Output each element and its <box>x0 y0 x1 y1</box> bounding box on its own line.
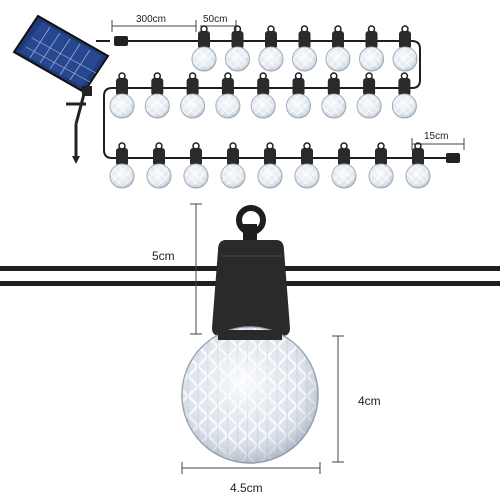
bulb-height-label: 4cm <box>358 394 381 408</box>
string-bulb <box>109 142 135 189</box>
string-bulb <box>144 72 170 119</box>
string-bulb <box>391 72 417 119</box>
bulb-spacing-label: 50cm <box>203 14 227 25</box>
string-bulb <box>109 72 135 119</box>
dimension-bulb-height: 4cm <box>332 335 381 463</box>
bulb-icon <box>181 205 319 464</box>
string-bulb <box>294 142 320 189</box>
dimension-bulb-spacing: 50cm <box>200 14 237 32</box>
string-bulbs <box>109 25 431 189</box>
string-bulb <box>292 25 317 72</box>
cap-height-label: 5cm <box>152 249 175 263</box>
dimension-lead-end: 15cm <box>411 131 465 150</box>
string-bulb <box>191 25 217 72</box>
string-bulb <box>220 142 246 189</box>
string-bulb <box>331 142 357 189</box>
string-bulb <box>250 72 276 119</box>
string-bulb <box>392 25 418 72</box>
string-bulb <box>321 72 347 119</box>
string-bulb <box>368 142 394 189</box>
lead-end-label: 15cm <box>424 131 448 142</box>
string-bulb <box>405 142 431 189</box>
string-bulb <box>146 142 172 189</box>
string-bulb <box>258 25 284 72</box>
string-bulb <box>356 72 382 119</box>
solar-panel-icon <box>12 14 110 96</box>
string-bulb <box>286 72 311 119</box>
cable-length-label: 300cm <box>136 14 166 25</box>
bulb-width-label: 4.5cm <box>230 481 263 495</box>
string-bulb <box>359 25 384 72</box>
dimension-bulb-width: 4.5cm <box>181 462 321 495</box>
string-bulb <box>183 142 209 189</box>
dimension-cable-length: 300cm <box>111 14 197 32</box>
string-bulb <box>225 25 250 72</box>
string-bulb <box>215 72 241 119</box>
string-bulb <box>257 142 283 189</box>
string-bulb <box>325 25 351 72</box>
ground-stake-icon <box>66 93 86 164</box>
string-bulb <box>180 72 206 119</box>
cable-connector-icon <box>114 36 460 163</box>
dimension-cap-height: 5cm <box>152 203 202 335</box>
